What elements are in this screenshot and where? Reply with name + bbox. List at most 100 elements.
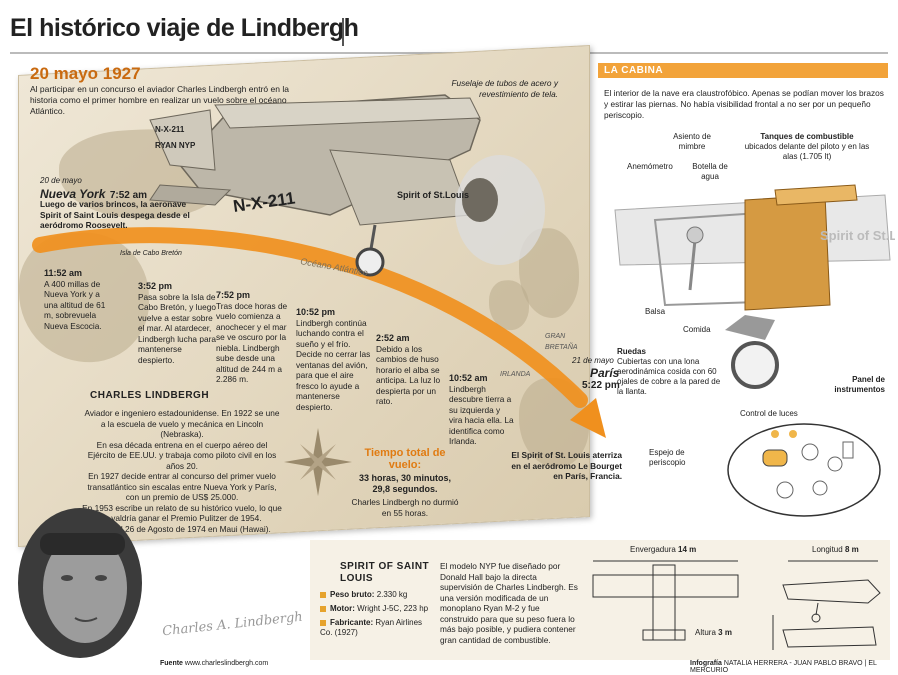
footer-credit-names: NATALIA HERRERA - JUAN PABLO BRAVO — [723, 660, 863, 667]
footer-credit: Infografía NATALIA HERRERA - JUAN PABLO … — [690, 660, 877, 674]
label-balsa: Balsa — [645, 307, 666, 316]
label-tanques-title: Tanques de combustible — [760, 132, 854, 141]
label-comida: Comida — [683, 325, 711, 334]
label-espejo: Espejo de periscopio — [649, 448, 686, 467]
charles-bio-p3: En 1927 decide entrar al concurso del pr… — [87, 471, 277, 502]
spirit-description: El modelo NYP fue diseñado por Donald Ha… — [440, 561, 578, 645]
flight-route-arrow — [32, 227, 588, 408]
label-ruedas-text: Cubiertas con una lona aerodinámica cosi… — [617, 357, 721, 396]
map-label-irlanda: IRLANDA — [500, 371, 531, 378]
timeline-entry: 7:52 pm Tras doce horas de vuelo comienz… — [216, 290, 292, 385]
spec-row: Fabricante: Ryan Airlines Co. (1927) — [320, 618, 430, 638]
plane-tail-text: RYAN NYP — [155, 141, 196, 150]
timeline-text: Pasa sobre la Isla de Cabo Bretón, y lue… — [138, 291, 216, 365]
cabin-title: LA CABINA — [604, 65, 664, 76]
timeline-text: Tras doce horas de vuelo comienza a anoc… — [216, 300, 288, 385]
cabin-plane-text: Spirit of St.Louis — [820, 228, 895, 243]
footer-credit-label: Infografía — [690, 660, 722, 667]
bullet-icon — [320, 591, 326, 598]
flight-time-block: Tiempo total de vuelo: 33 horas, 30 minu… — [350, 447, 460, 518]
footer-source-url: www.charleslindbergh.com — [184, 660, 269, 667]
label-anemometro: Anemómetro — [627, 162, 673, 171]
timeline-entry: 3:52 pm Pasa sobre la Isla de Cabo Bretó… — [138, 281, 218, 365]
spec-row: Peso bruto: 2.330 kg — [320, 590, 430, 600]
flight-time-value: 33 horas, 30 minutos, 29,8 segundos. — [358, 473, 452, 494]
plane-nose-text: Spirit of St.Louis — [397, 190, 469, 200]
footer-source-label: Fuente — [160, 660, 183, 667]
spirit-title: SPIRIT OF SAINT LOUIS — [340, 561, 430, 584]
timeline-time: 3:52 pm — [138, 281, 173, 291]
charles-bio: Aviador e ingeniero estadounidense. En 1… — [82, 408, 282, 534]
spec-row: Motor: Wright J-5C, 223 hp — [320, 604, 430, 614]
dim-envergadura-label: Envergadura — [630, 545, 676, 554]
timeline-time: 11:52 am — [44, 268, 83, 278]
plane-blueprints — [592, 560, 881, 650]
dim-envergadura-value: 14 m — [678, 545, 697, 554]
start-time: 7:52 am — [109, 190, 148, 201]
bullet-icon — [320, 619, 326, 626]
dim-altura-label: Altura — [695, 628, 716, 637]
charles-bio-p5: Murió el 26 de Agosto de 1974 en Maui (H… — [93, 523, 271, 534]
charles-bio-p4: En 1953 escribe un relato de su históric… — [82, 502, 282, 524]
start-header: Nueva York 7:52 am — [40, 185, 147, 203]
end-date: 21 de mayo — [572, 356, 614, 365]
end-time: 5:22 pm — [582, 380, 620, 391]
timeline-entry: 11:52 am A 400 millas de Nueva York y a … — [44, 268, 114, 331]
fuselage-note: Fuselaje de tubos de acero y revestimien… — [451, 78, 558, 99]
timeline-text: A 400 millas de Nueva York y a una altit… — [44, 278, 106, 331]
spec-label: Fabricante: — [330, 618, 374, 627]
dim-altura-value: 3 m — [718, 628, 732, 637]
timeline-text: Lindbergh descubre tierra a su izquierda… — [449, 383, 514, 447]
label-panel: Panel de instrumentos — [834, 375, 885, 394]
cabin-illustration: Spirit of St.Louis — [614, 184, 895, 389]
cabin-title-bar — [598, 63, 888, 78]
timeline-entry: 10:52 am Lindbergh descubre tierra a su … — [449, 373, 515, 447]
start-date: 20 de mayo — [40, 176, 82, 185]
charles-bio-p2: En esa década entrena en el cuerpo aéreo… — [87, 439, 277, 471]
spec-value: Ryan Airlines Co. (1927) — [320, 618, 423, 637]
date-header: 20 mayo 1927 — [30, 64, 141, 83]
spec-label: Peso bruto: — [330, 590, 375, 599]
dim-envergadura: Envergadura 14 m — [630, 545, 696, 555]
bottom-panel — [310, 540, 890, 660]
footer-outlet: EL MERCURIO — [690, 660, 877, 674]
label-ruedas-title: Ruedas — [617, 347, 646, 356]
dim-longitud-value: 8 m — [844, 545, 859, 554]
flight-time-note: Charles Lindbergh no durmió en 55 horas. — [351, 497, 459, 518]
spirit-plane-illustration — [149, 94, 545, 277]
spirit-specs: Peso bruto: 2.330 kg Motor: Wright J-5C,… — [320, 590, 430, 638]
label-control: Control de luces — [740, 409, 798, 418]
intro-text: Al participar en un concurso el aviador … — [30, 84, 289, 116]
bullet-icon — [320, 605, 326, 612]
charles-bio-p1: Aviador e ingeniero estadounidense. En 1… — [84, 408, 280, 439]
map-label-gran-bretana: GRAN BRETAÑA — [545, 333, 578, 351]
spec-label: Motor: — [330, 604, 355, 613]
timeline-time: 2:52 am — [376, 333, 410, 343]
charles-title: CHARLES LINDBERGH — [90, 390, 210, 401]
start-city: Nueva York — [40, 187, 106, 201]
flight-time-label: Tiempo total de vuelo: — [364, 447, 446, 471]
compass-rose-icon — [284, 428, 352, 496]
dim-longitud-label: Longitud — [812, 545, 843, 554]
start-text: Luego de varios brincos, la aeronave Spi… — [40, 199, 190, 230]
map-label-cabo-breton: Isla de Cabo Bretón — [120, 250, 182, 257]
timeline-entry: 2:52 am Debido a los cambios de huso hor… — [376, 333, 446, 407]
plane-tail-registration: N-X-211 — [155, 125, 185, 134]
page-title: El histórico viaje de Lindbergh — [10, 14, 359, 42]
timeline-time: 10:52 am — [449, 373, 488, 383]
spec-value: 2.330 kg — [376, 590, 408, 599]
label-asiento: Asiento de mimbre — [673, 132, 711, 151]
instrument-panel — [727, 423, 881, 517]
label-botella: Botella de agua — [692, 162, 728, 181]
title-divider — [342, 18, 344, 46]
lindbergh-portrait — [18, 508, 142, 658]
label-tanques-text: ubicados delante del piloto y en las ala… — [744, 142, 870, 161]
timeline-text: Lindbergh continúa luchando contra el su… — [296, 317, 371, 412]
dim-altura: Altura 3 m — [695, 628, 732, 638]
end-city: París — [590, 366, 620, 380]
timeline-text: Debido a los cambios de huso horario el … — [376, 343, 441, 407]
timeline-entry: 10:52 pm Lindbergh continúa luchando con… — [296, 307, 372, 412]
spec-value: Wright J-5C, 223 hp — [357, 604, 429, 613]
end-text: El Spirit of St. Louis aterriza en el ae… — [511, 450, 622, 481]
